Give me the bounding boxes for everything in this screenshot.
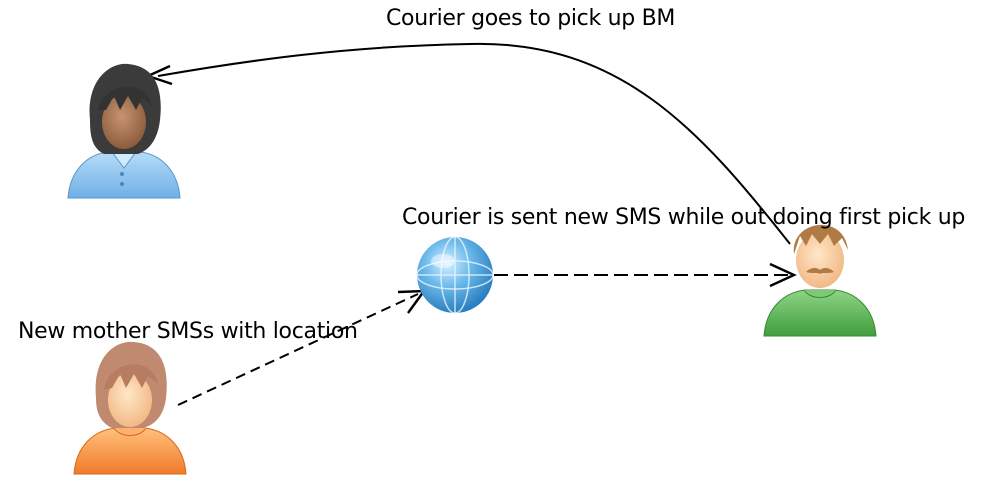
sent-sms-label: Courier is sent new SMS while out doing … <box>402 205 966 230</box>
courier-person-icon <box>763 224 877 337</box>
mother-sms-label: New mother SMSs with location <box>18 319 358 344</box>
sms-forward-arrowhead <box>769 262 797 288</box>
globe-icon <box>416 236 494 314</box>
pickup-arrow <box>157 42 791 245</box>
connectors <box>144 42 797 406</box>
donor-person-icon <box>67 63 181 199</box>
mother-sms-arrow <box>177 293 419 406</box>
pickup-label: Courier goes to pick up BM <box>386 6 676 31</box>
mother-person-icon <box>73 341 187 475</box>
